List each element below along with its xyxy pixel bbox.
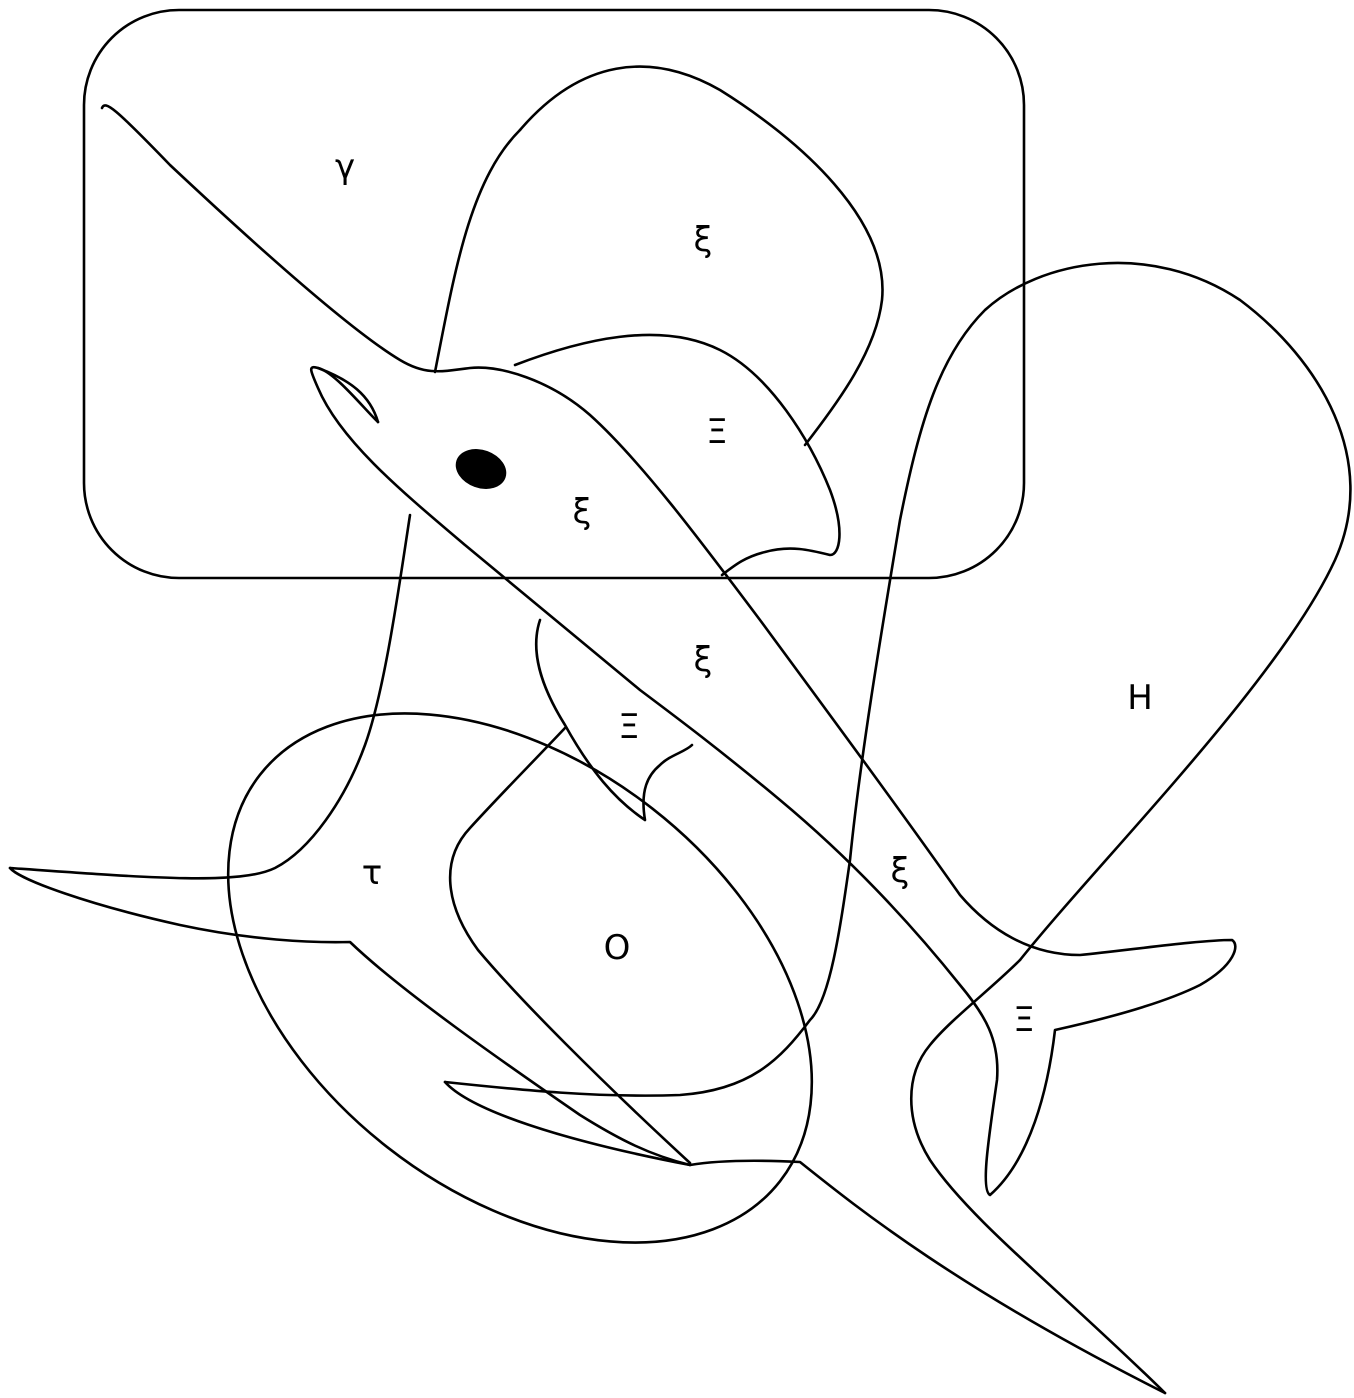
label-xi-dorsal-top: ξ [694,223,713,257]
label-xi-head: ξ [573,495,592,529]
ellipse-region [128,605,913,1350]
pectoral-fin [515,335,839,575]
marlin-lower-body [10,868,1165,1393]
top-blob-lower-edge [10,515,410,878]
label-h: H [1127,681,1153,715]
ventral-fin [536,620,692,820]
marlin-eye [450,442,512,495]
label-gamma: γ [335,150,355,184]
label-xi-tail-fin: Ξ [1013,1003,1034,1037]
label-xi-upper-pectoral: Ξ [706,415,727,449]
label-xi-tail: ξ [891,854,910,888]
label-xi-ventral-fin: Ξ [618,710,639,744]
label-o: O [604,931,631,965]
right-blob-lower-edge [911,960,1165,1393]
top-blob-left-edge [435,130,520,372]
label-tau: τ [362,856,382,890]
inner-o-region [450,728,690,1163]
right-blob-region [445,263,1350,1096]
label-xi-body: ξ [694,643,713,677]
